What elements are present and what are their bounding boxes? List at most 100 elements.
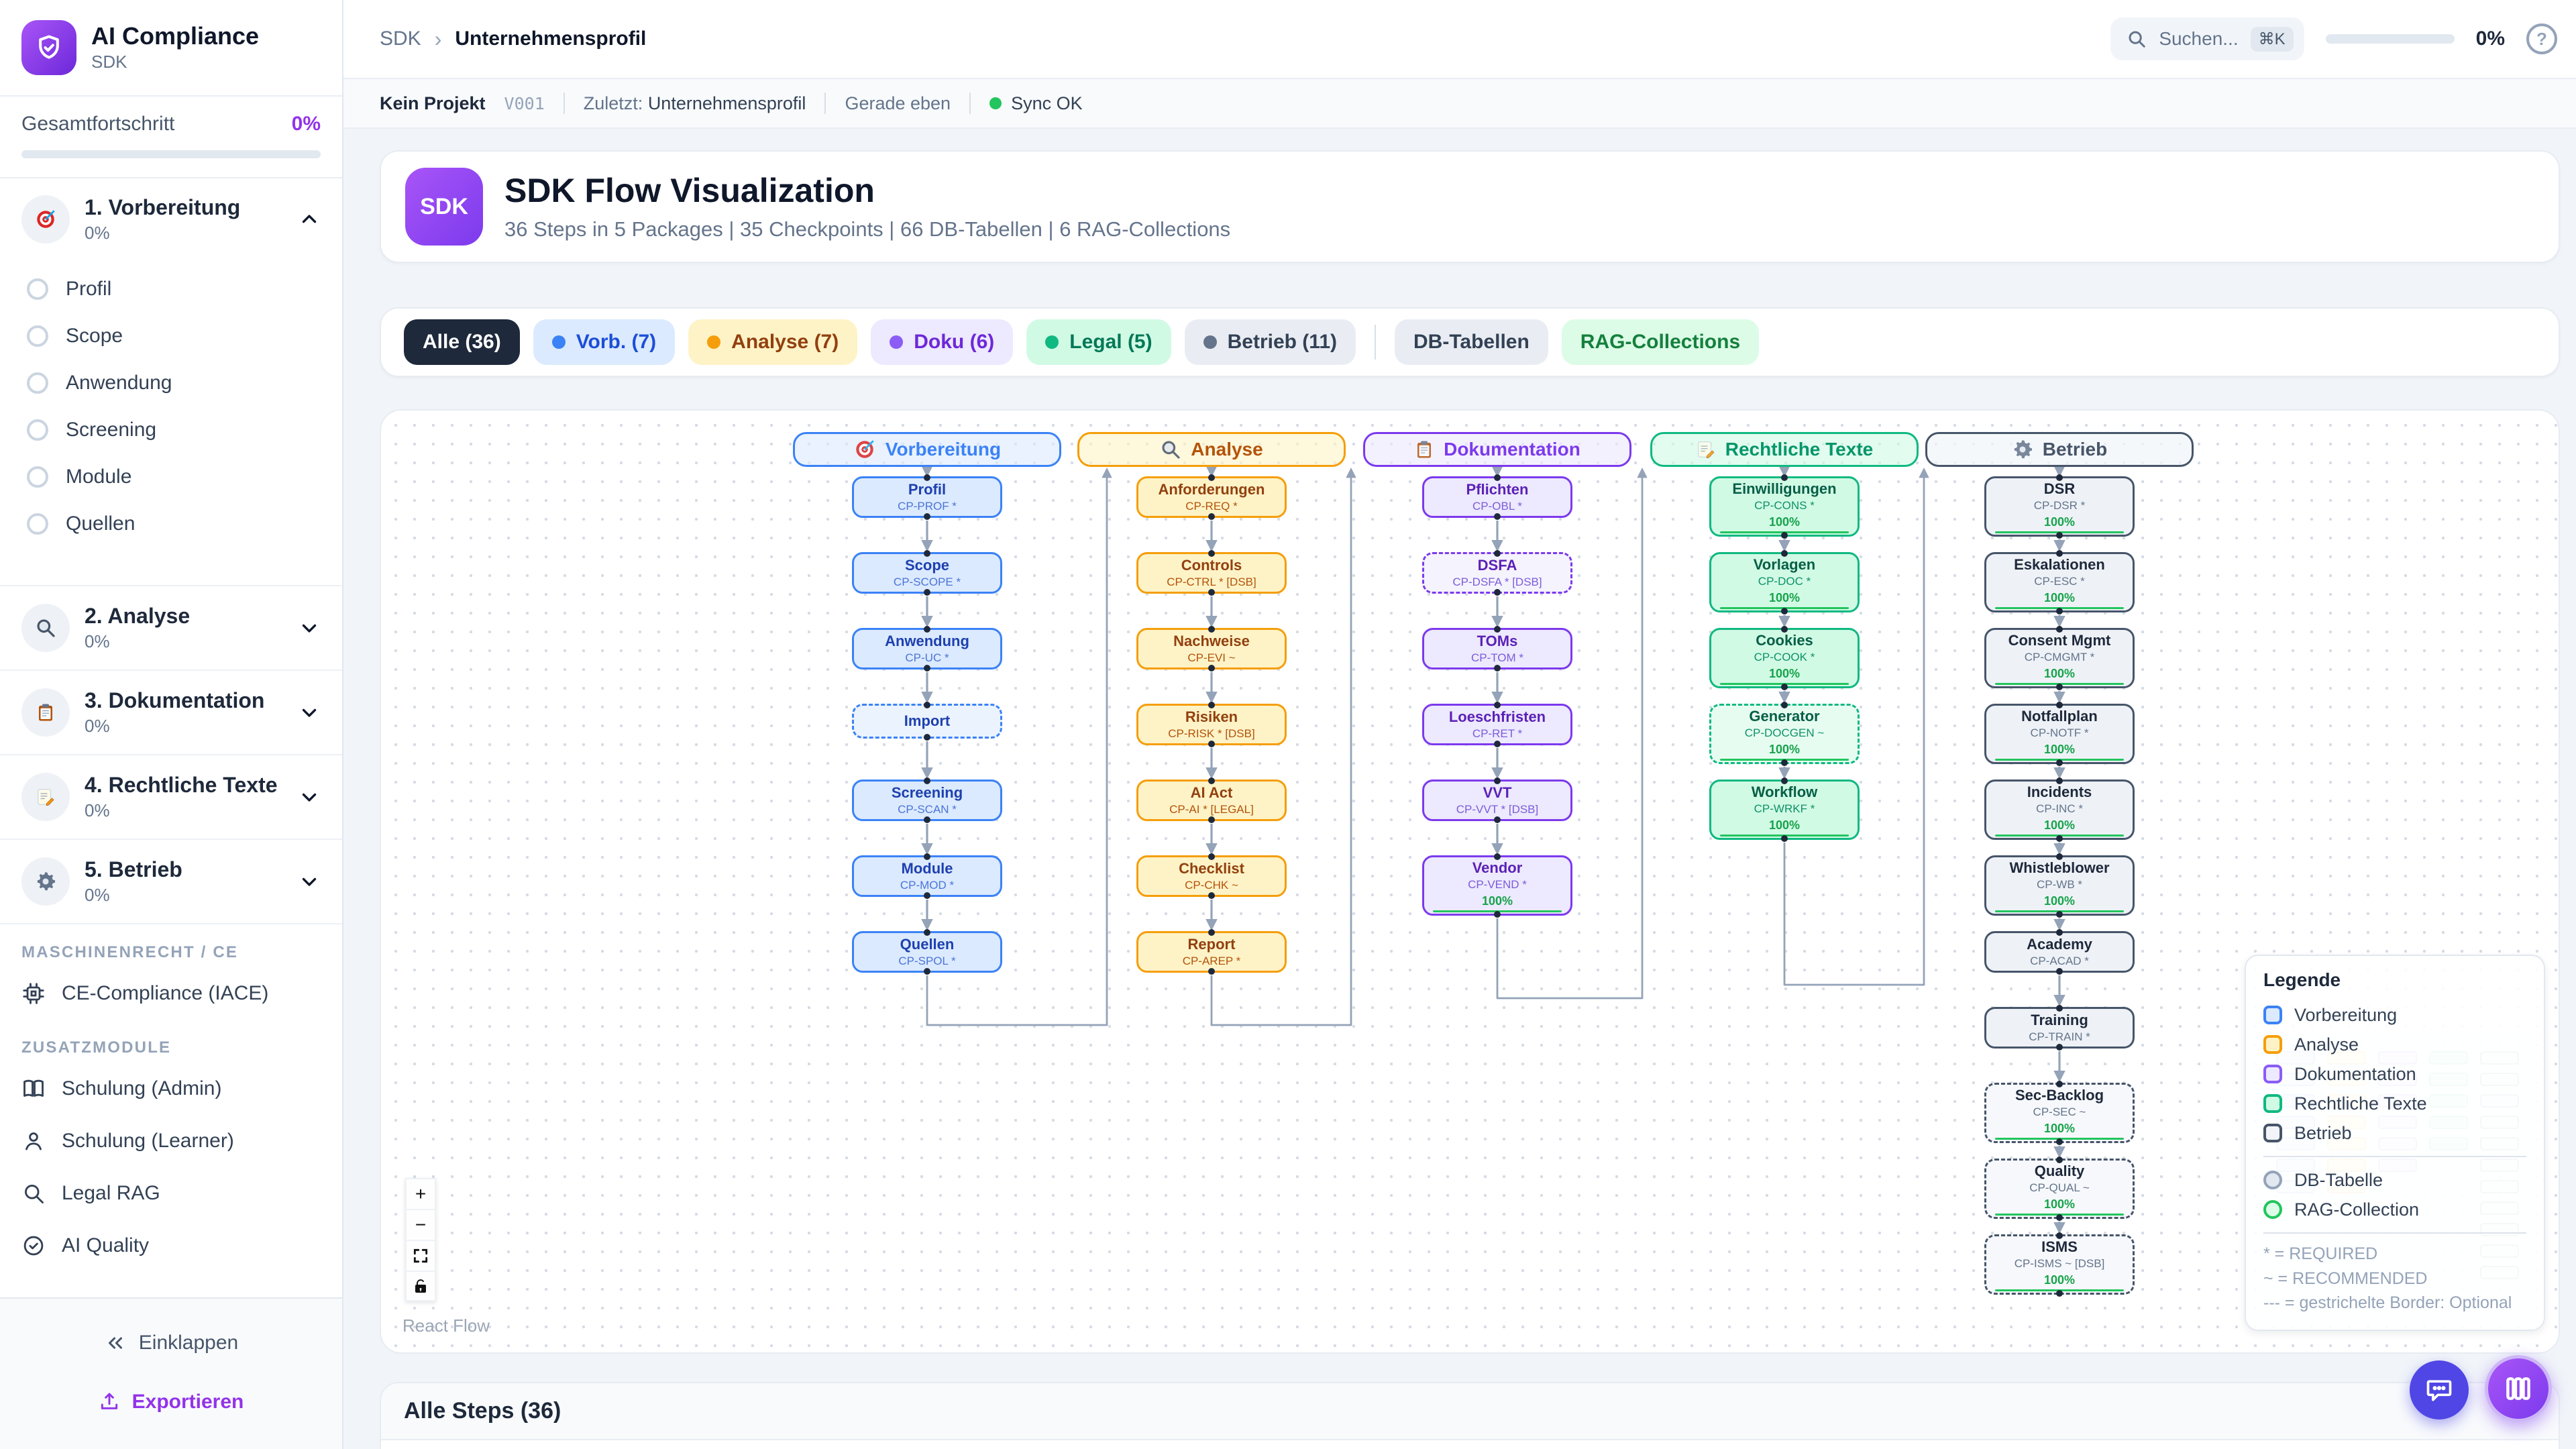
node-progress: 100% xyxy=(1768,666,1801,680)
node-progress-bar xyxy=(1995,835,2124,837)
package-header-doku[interactable]: Dokumentation xyxy=(1363,432,1631,467)
filter-chip-rag[interactable]: RAG-Collections xyxy=(1561,319,1760,365)
node-progress-bar xyxy=(1995,683,2124,685)
board-fab-button[interactable] xyxy=(2485,1355,2552,1422)
legend-swatch-icon xyxy=(2263,1006,2282,1025)
sidebar-item-schulung-admin-[interactable]: Schulung (Admin) xyxy=(0,1063,342,1115)
search-button[interactable]: Suchen... ⌘K xyxy=(2110,17,2304,60)
lock-button[interactable] xyxy=(405,1271,436,1301)
search-shortcut: ⌘K xyxy=(2250,26,2294,52)
zoom-out-button[interactable]: − xyxy=(405,1209,436,1240)
page-title: SDK Flow Visualization xyxy=(504,171,875,209)
breadcrumb-root[interactable]: SDK xyxy=(380,28,421,50)
sidebar-item-legal-rag[interactable]: Legal RAG xyxy=(0,1167,342,1220)
export-button[interactable]: Exportieren xyxy=(21,1377,321,1428)
sidebar-item-ce-compliance-iace-[interactable]: CE-Compliance (IACE) xyxy=(0,967,342,1020)
sidebar-item-schulung-learner-[interactable]: Schulung (Learner) xyxy=(0,1115,342,1167)
filter-chip-betrieb[interactable]: Betrieb (11) xyxy=(1184,319,1356,365)
filter-chip-analyse[interactable]: Analyse (7) xyxy=(688,319,858,365)
breadcrumb-current: Unternehmensprofil xyxy=(455,28,647,50)
filter-chip-db[interactable]: DB-Tabellen xyxy=(1395,319,1548,365)
chat-fab-button[interactable] xyxy=(2410,1360,2469,1419)
filter-chip-legal[interactable]: Legal (5) xyxy=(1026,319,1171,365)
steps-title: Alle Steps (36) xyxy=(381,1383,2559,1440)
node-progress: 100% xyxy=(2043,1121,2076,1135)
filter-chip-vorb[interactable]: Vorb. (7) xyxy=(533,319,676,365)
step-item-profil[interactable]: Profil xyxy=(0,266,342,313)
chevron-down-icon xyxy=(298,786,321,808)
collapse-sidebar-button[interactable]: Einklappen xyxy=(21,1318,321,1368)
filter-chip-doku[interactable]: Doku (6) xyxy=(871,319,1014,365)
package-header-analyse[interactable]: Analyse xyxy=(1077,432,1346,467)
step-item-quellen[interactable]: Quellen xyxy=(0,500,342,547)
sidebar-item-ai-quality[interactable]: AI Quality xyxy=(0,1220,342,1272)
reactflow-attribution[interactable]: React Flow xyxy=(402,1316,490,1336)
node-progress: 100% xyxy=(1768,590,1801,604)
legend-swatch-icon xyxy=(2263,1065,2282,1084)
phase-progress: 0% xyxy=(85,715,110,736)
step-item-scope[interactable]: Scope xyxy=(0,313,342,360)
help-icon[interactable]: ? xyxy=(2526,23,2557,54)
package-header-betrieb[interactable]: Betrieb xyxy=(1925,432,2194,467)
node-progress-bar xyxy=(1995,1214,2124,1216)
filter-chip-all[interactable]: Alle (36) xyxy=(404,319,520,365)
package-header-legal[interactable]: Rechtliche Texte xyxy=(1650,432,1919,467)
node-progress: 100% xyxy=(2043,818,2076,832)
magnifier-icon xyxy=(21,604,70,652)
flow-node-import[interactable]: Import xyxy=(852,704,1002,739)
fit-view-button[interactable] xyxy=(405,1240,436,1271)
chip-dot-icon xyxy=(707,335,721,349)
zoom-in-button[interactable]: + xyxy=(405,1178,436,1209)
node-progress: 100% xyxy=(2043,666,2076,680)
node-progress: 100% xyxy=(2043,1197,2076,1211)
status-circle-icon xyxy=(27,466,48,488)
step-item-module[interactable]: Module xyxy=(0,453,342,500)
step-item-anwendung[interactable]: Anwendung xyxy=(0,360,342,407)
gear-icon xyxy=(21,857,70,906)
package-header-vorb[interactable]: Vorbereitung xyxy=(793,432,1061,467)
step-item-screening[interactable]: Screening xyxy=(0,407,342,453)
version-badge: V001 xyxy=(504,93,545,113)
